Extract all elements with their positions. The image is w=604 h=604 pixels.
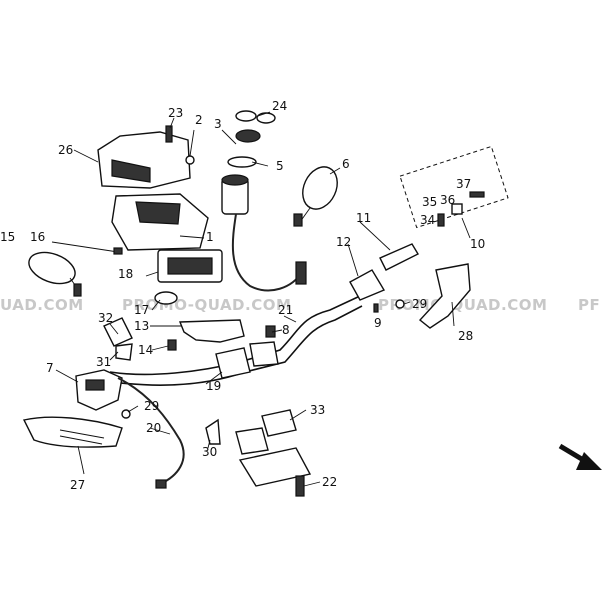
callout-31: 31 <box>96 355 111 369</box>
screw-29-right <box>395 299 405 309</box>
callout-numbers: 1 2 3 5 6 7 8 9 10 11 12 13 14 15 16 17 … <box>0 99 485 492</box>
ignition-switch <box>221 110 276 215</box>
callout-2: 2 <box>195 113 203 127</box>
mirror-left <box>28 251 76 285</box>
callout-15: 15 <box>0 230 15 244</box>
switch-face <box>85 379 105 391</box>
callout-10: 10 <box>470 237 485 251</box>
part-34 <box>437 213 445 227</box>
throttle-grip <box>379 243 419 271</box>
screw-9 <box>373 303 379 313</box>
clip-31 <box>115 343 133 361</box>
part-37 <box>469 191 485 198</box>
callout-16: 16 <box>30 230 45 244</box>
callout-36: 36 <box>440 193 455 207</box>
callout-14: 14 <box>138 343 153 357</box>
cover-grille <box>135 201 181 225</box>
clamp-33b <box>235 427 269 455</box>
callout-13: 13 <box>134 319 149 333</box>
callout-7: 7 <box>46 361 54 375</box>
meter-face <box>167 257 213 275</box>
callout-3: 3 <box>214 117 222 131</box>
bolt-16 <box>113 247 123 255</box>
bolt-22 <box>295 475 305 497</box>
callout-24: 24 <box>272 99 287 113</box>
mirror-left-mount <box>73 283 82 297</box>
clamp-17 <box>154 291 178 305</box>
watermark-right: PROMO-QUAD.COM <box>378 296 547 314</box>
callout-11: 11 <box>356 211 371 225</box>
callout-17: 17 <box>134 303 149 317</box>
base-plate <box>238 447 312 487</box>
callout-19: 19 <box>206 379 221 393</box>
bracket-30 <box>205 418 221 445</box>
callout-8: 8 <box>282 323 290 337</box>
callout-9: 9 <box>374 316 382 330</box>
cable-end <box>155 479 167 489</box>
connector-plug <box>295 261 307 285</box>
callout-34: 34 <box>420 213 435 227</box>
callout-5: 5 <box>276 159 284 173</box>
bolt-14 <box>167 339 177 351</box>
kit-box-10 <box>399 145 509 229</box>
callout-35: 35 <box>422 195 437 209</box>
bracket-13 <box>178 319 245 343</box>
throttle-cable <box>117 377 185 485</box>
callout-1: 1 <box>206 230 214 244</box>
callout-21: 21 <box>278 303 293 317</box>
throttle-housing <box>349 269 386 301</box>
callout-30: 30 <box>202 445 217 459</box>
callout-29-left: 29 <box>144 399 159 413</box>
callout-22: 22 <box>322 475 337 489</box>
hand-guard-right <box>418 263 471 329</box>
ignition-cable <box>231 213 303 292</box>
callout-28: 28 <box>458 329 473 343</box>
leader-lines <box>55 111 471 487</box>
clamp-33a <box>261 409 297 437</box>
watermark-edge: PF <box>578 296 600 314</box>
callout-20: 20 <box>146 421 161 435</box>
callout-37: 37 <box>456 177 471 191</box>
callout-29-right: 29 <box>412 297 427 311</box>
callout-27: 27 <box>70 478 85 492</box>
clamp-19b <box>249 341 279 367</box>
callout-26: 26 <box>58 143 73 157</box>
callout-33: 33 <box>310 403 325 417</box>
mirror-right-mount <box>293 213 303 227</box>
part-36 <box>451 203 463 215</box>
callout-18: 18 <box>118 267 133 281</box>
callout-12: 12 <box>336 235 351 249</box>
washer-2 <box>185 155 195 165</box>
arrow-down-right-icon <box>558 443 602 470</box>
bolt-23 <box>165 125 173 143</box>
callout-23: 23 <box>168 106 183 120</box>
callout-32: 32 <box>98 311 113 325</box>
callout-6: 6 <box>342 157 350 171</box>
mirror-right <box>302 166 338 210</box>
watermark: UAD.COM PROMO-QUAD.COM PROMO-QUAD.COM PF <box>0 296 600 314</box>
watermark-left: UAD.COM <box>0 296 84 314</box>
fairing-detail <box>111 159 151 183</box>
clamp-19a <box>215 347 251 379</box>
